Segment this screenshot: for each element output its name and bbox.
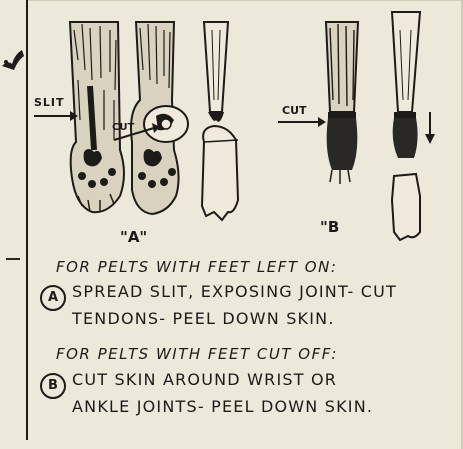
heading-feet-left-on: FOR PELTS WITH FEET LEFT ON:: [56, 258, 337, 276]
leg-joint-exposed: [131, 22, 188, 214]
label-figure-a: "A": [120, 228, 147, 246]
step-a-marker: A: [40, 285, 66, 311]
peeled-skin-b: [392, 12, 435, 240]
label-cut-a: CUT: [112, 122, 134, 133]
step-b-line-2: ANKLE JOINTS- PEEL DOWN SKIN.: [72, 397, 373, 416]
heading-feet-cut-off: FOR PELTS WITH FEET CUT OFF:: [56, 345, 338, 363]
label-figure-b: "B: [320, 218, 339, 236]
margin-dash: [6, 258, 20, 260]
step-a-line-1: SPREAD SLIT, EXPOSING JOINT- CUT: [72, 282, 397, 301]
margin-drawing-fragment: [0, 44, 26, 74]
step-b-marker: B: [40, 373, 66, 399]
leg-cut-at-wrist: [326, 22, 358, 184]
label-slit: SLIT: [34, 96, 65, 109]
skinning-illustration: SLIT CUT "A" C: [28, 0, 463, 250]
leg-with-slit: [70, 22, 124, 212]
left-margin: [0, 0, 28, 449]
step-a-line-2: TENDONS- PEEL DOWN SKIN.: [72, 309, 335, 328]
peeled-skin-a: [202, 22, 238, 220]
step-b-line-1: CUT SKIN AROUND WRIST OR: [72, 370, 337, 389]
label-cut-b: CUT: [282, 104, 307, 117]
